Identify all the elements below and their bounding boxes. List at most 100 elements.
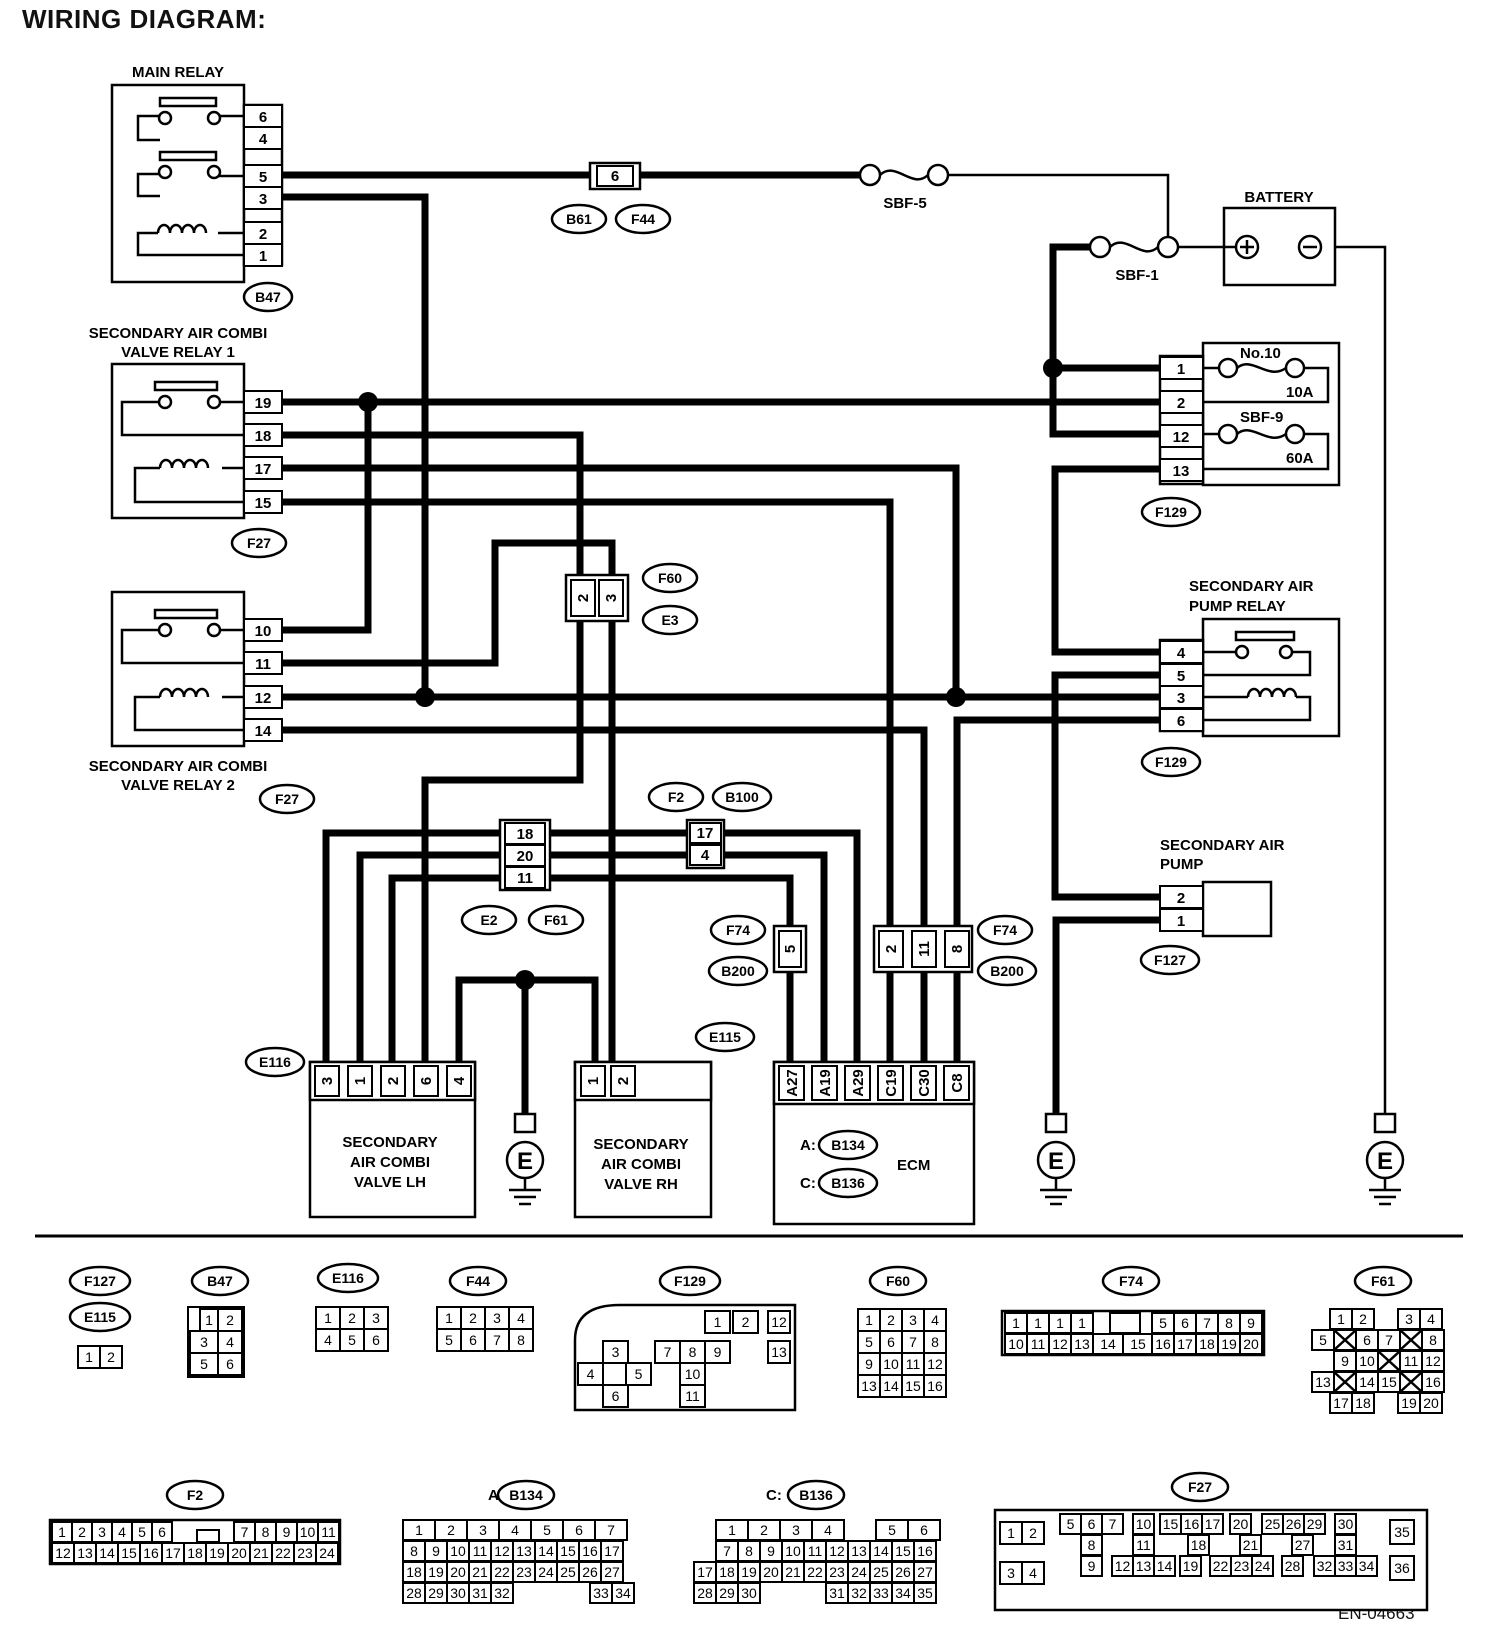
svg-text:4: 4	[259, 131, 268, 148]
pin-label: 1	[1012, 1315, 1020, 1331]
pin-label: 15	[560, 1543, 576, 1559]
svg-text:5: 5	[1177, 668, 1185, 685]
connector-id-label: F27	[1188, 1479, 1212, 1495]
pin-label: 23	[829, 1564, 845, 1580]
svg-text:10: 10	[255, 623, 272, 640]
pin-label: 12	[829, 1543, 845, 1559]
svg-text:C8: C8	[949, 1073, 966, 1092]
pin-label: 13	[1074, 1336, 1090, 1352]
pin-label: 4	[931, 1312, 939, 1328]
pin-label: 15	[1381, 1374, 1397, 1390]
pin-label: 11	[1404, 1353, 1419, 1369]
svg-text:F74: F74	[993, 922, 1017, 938]
svg-text:No.10: No.10	[1240, 345, 1281, 362]
pin-label: 8	[745, 1543, 753, 1559]
svg-text:BATTERY: BATTERY	[1244, 189, 1313, 206]
pin-label: 4	[1427, 1311, 1435, 1327]
pin-label: 9	[1088, 1558, 1096, 1574]
pin-label: 14	[1157, 1558, 1173, 1574]
pin-label: 21	[253, 1545, 269, 1561]
pin-label: 7	[1109, 1516, 1117, 1532]
svg-text:2: 2	[615, 1077, 632, 1085]
connector-f74-b200-triple: 2 11 8 F74 B200	[872, 914, 1038, 987]
pin-label: 1	[415, 1522, 423, 1538]
pin-label: 19	[428, 1564, 444, 1580]
pin-label: 12	[1425, 1353, 1441, 1369]
pin-label: 14	[1100, 1336, 1116, 1352]
pin-label: 8	[1225, 1315, 1233, 1331]
pin-label: 27	[1295, 1537, 1311, 1553]
connector-prefix: C:	[766, 1487, 782, 1504]
pin-label: 18	[187, 1545, 203, 1561]
svg-text:PUMP: PUMP	[1160, 856, 1203, 873]
pin-label: 22	[807, 1564, 823, 1580]
svg-text:1: 1	[1177, 913, 1185, 930]
pin-label: 24	[851, 1564, 867, 1580]
pin-label: 30	[1338, 1516, 1354, 1532]
diagram-title: WIRING DIAGRAM:	[22, 4, 267, 34]
pin-label: 35	[917, 1585, 933, 1601]
pin-label: 22	[494, 1564, 510, 1580]
svg-text:E: E	[517, 1148, 533, 1175]
pin-label: 10	[1008, 1336, 1024, 1352]
pin-label: 9	[865, 1356, 873, 1372]
pin-label: 19	[1401, 1395, 1417, 1411]
ecm-pins: A27 A19 A29 C19 C30 C8	[778, 1065, 970, 1101]
svg-text:13: 13	[1173, 463, 1190, 480]
pin-label: 3	[479, 1522, 487, 1538]
pin-label: 26	[895, 1564, 911, 1580]
svg-text:3: 3	[319, 1077, 336, 1085]
pin-label: 1	[728, 1522, 736, 1538]
pin-label: 23	[297, 1545, 313, 1561]
svg-text:5: 5	[259, 169, 267, 186]
svg-text:VALVE LH: VALVE LH	[354, 1174, 426, 1191]
combi-relay-1: SECONDARY AIR COMBI VALVE RELAY 1 19 18 …	[89, 325, 288, 559]
svg-text:2: 2	[1177, 890, 1185, 907]
svg-text:E: E	[1048, 1148, 1064, 1175]
pin-label: 1	[324, 1310, 332, 1326]
svg-text:F60: F60	[658, 570, 682, 586]
pin-label: 10	[883, 1356, 899, 1372]
fuse-sbf5: SBF-5	[858, 163, 950, 212]
pin-label: 8	[689, 1344, 697, 1360]
pin-label: 25	[873, 1564, 889, 1580]
svg-text:3: 3	[259, 191, 267, 208]
pin-label: 19	[741, 1564, 757, 1580]
pin-label: 3	[909, 1312, 917, 1328]
pin-label: 6	[1181, 1315, 1189, 1331]
pin-label: 13	[77, 1545, 93, 1561]
pin-label: 8	[1429, 1332, 1437, 1348]
connector-id-label: F74	[1119, 1273, 1143, 1289]
pin-label: 4	[587, 1366, 595, 1382]
pin-label: 10	[300, 1524, 316, 1540]
pin-label: 32	[1317, 1558, 1333, 1574]
svg-text:A:: A:	[800, 1137, 816, 1154]
pin-label: 8	[262, 1524, 270, 1540]
pin-label: 3	[200, 1334, 208, 1350]
pump-relay: SECONDARY AIR PUMP RELAY 4 5 3 6 F129	[1140, 578, 1341, 778]
svg-text:4: 4	[701, 847, 710, 864]
main-relay: MAIN RELAY 6 4 5 3 2 1 B47	[110, 64, 294, 313]
svg-text:SECONDARY: SECONDARY	[342, 1134, 437, 1151]
svg-text:2: 2	[259, 226, 267, 243]
pin-label: 18	[406, 1564, 422, 1580]
svg-text:3: 3	[1177, 690, 1185, 707]
pin-label: 11	[685, 1388, 700, 1404]
pin-label: 11	[321, 1524, 336, 1540]
svg-text:12: 12	[1173, 429, 1190, 446]
pin-label: 5	[348, 1332, 356, 1348]
pin-label: 3	[372, 1310, 380, 1326]
pin-label: 5	[1319, 1332, 1327, 1348]
wires	[283, 171, 1387, 1114]
pin-label: 12	[927, 1356, 943, 1372]
pin-label: 12	[55, 1545, 71, 1561]
svg-text:B200: B200	[990, 963, 1024, 979]
pin-label: 6	[1363, 1332, 1371, 1348]
pin-label: 16	[917, 1543, 933, 1559]
pin-label: 28	[697, 1585, 713, 1601]
pin-label: 1	[1078, 1315, 1086, 1331]
